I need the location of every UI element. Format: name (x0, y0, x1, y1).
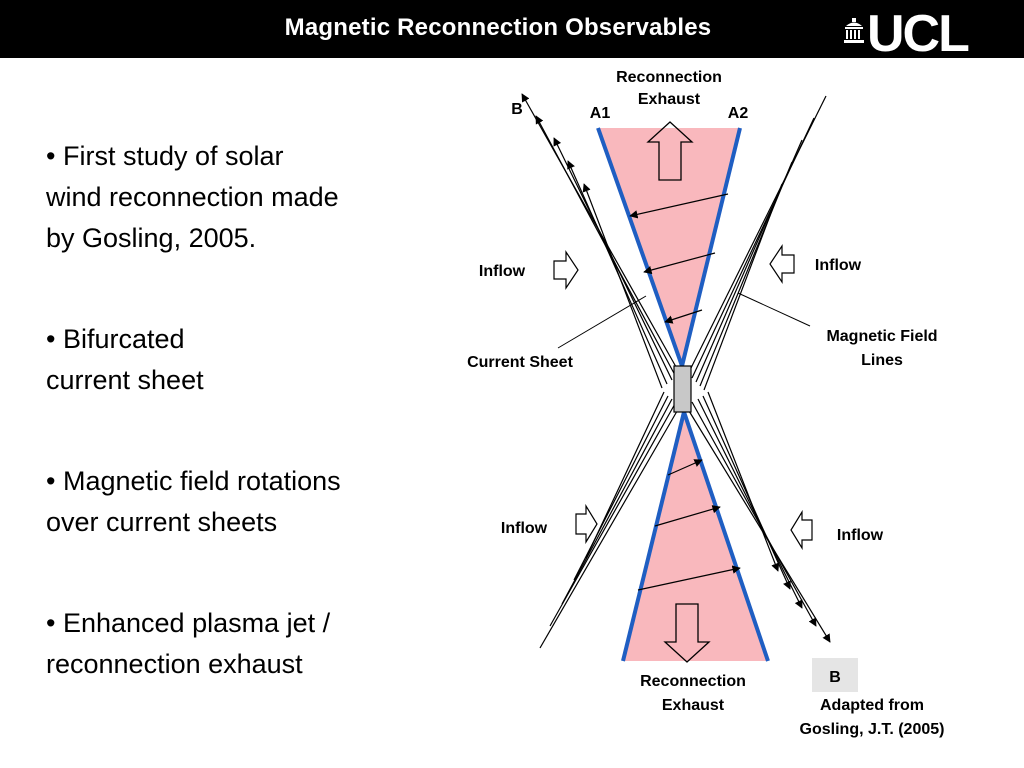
reconnection-diagram: Reconnection Exhaust B A1 A2 Inflow Infl… (467, 69, 945, 738)
bullet-marker: • (46, 608, 56, 638)
exhaust-label-top-2: Exhaust (638, 91, 701, 108)
credit-label-2: Gosling, J.T. (2005) (800, 721, 945, 738)
field-lines-right (539, 95, 827, 649)
inflow-label-bottom-left: Inflow (501, 520, 548, 537)
inflow-label-top-left: Inflow (479, 263, 526, 280)
exhaust-label-bottom-2: Exhaust (662, 697, 725, 714)
inflow-arrow-bottom-right (790, 509, 813, 551)
field-lines-label-2: Lines (861, 352, 903, 369)
bullet-item: • Bifurcated current sheet (46, 319, 436, 401)
rotation-arrows (629, 193, 741, 591)
title-bar: Magnetic Reconnection Observables UCL (0, 0, 1024, 60)
exhaust-label-bottom-1: Reconnection (640, 673, 746, 690)
current-sheet-pointer (557, 295, 647, 349)
field-lines-pointer (737, 292, 811, 327)
bullet-marker: • (46, 466, 56, 496)
current-sheet-box (673, 365, 692, 413)
slide-title: Magnetic Reconnection Observables (284, 14, 712, 41)
inflow-arrow-top-left (553, 250, 579, 290)
bullet-text: Enhanced plasma jet / reconnection exhau… (46, 608, 331, 679)
bullet-item: • Enhanced plasma jet / reconnection exh… (46, 603, 436, 685)
b-label-bottom: B (829, 669, 841, 686)
field-lines-label-1: Magnetic Field (826, 328, 937, 345)
current-sheet-label: Current Sheet (467, 354, 573, 371)
credit-label-1: Adapted from (820, 697, 924, 714)
boundary-a1-top (596, 127, 684, 367)
exhaust-region-bottom (623, 412, 768, 661)
exhaust-up-arrow (646, 121, 694, 181)
a2-label: A2 (728, 105, 749, 122)
a1-label: A1 (590, 105, 611, 122)
bullet-text: Bifurcated current sheet (46, 324, 204, 395)
boundary-a2-top (680, 127, 742, 367)
exhaust-label-top-1: Reconnection (616, 69, 722, 86)
inflow-arrow-top-right (769, 244, 795, 284)
exhaust-region-top (598, 128, 740, 366)
bullet-item: • First study of solar wind reconnection… (46, 136, 436, 259)
inflow-label-top-right: Inflow (815, 257, 862, 274)
boundary-a2-bottom (682, 411, 770, 662)
bullet-marker: • (46, 324, 56, 354)
exhaust-down-arrow (663, 603, 711, 663)
bullet-marker: • (46, 141, 56, 171)
bullet-text: Magnetic field rotations over current sh… (46, 466, 341, 537)
b-label-box (812, 658, 858, 692)
ucl-logo-text: UCL (867, 5, 970, 63)
portico-icon (844, 18, 864, 43)
bullet-text: First study of solar wind reconnection m… (46, 141, 339, 253)
boundary-a1-bottom (621, 411, 686, 662)
boundary-lines (596, 127, 770, 662)
inflow-arrow-bottom-left (575, 503, 598, 545)
b-label-top: B (511, 101, 523, 118)
bullet-list: • First study of solar wind reconnection… (46, 136, 436, 745)
bullet-item: • Magnetic field rotations over current … (46, 461, 436, 543)
ucl-logo: UCL (843, 8, 1003, 60)
inflow-label-bottom-right: Inflow (837, 527, 884, 544)
field-lines-left (521, 93, 831, 643)
